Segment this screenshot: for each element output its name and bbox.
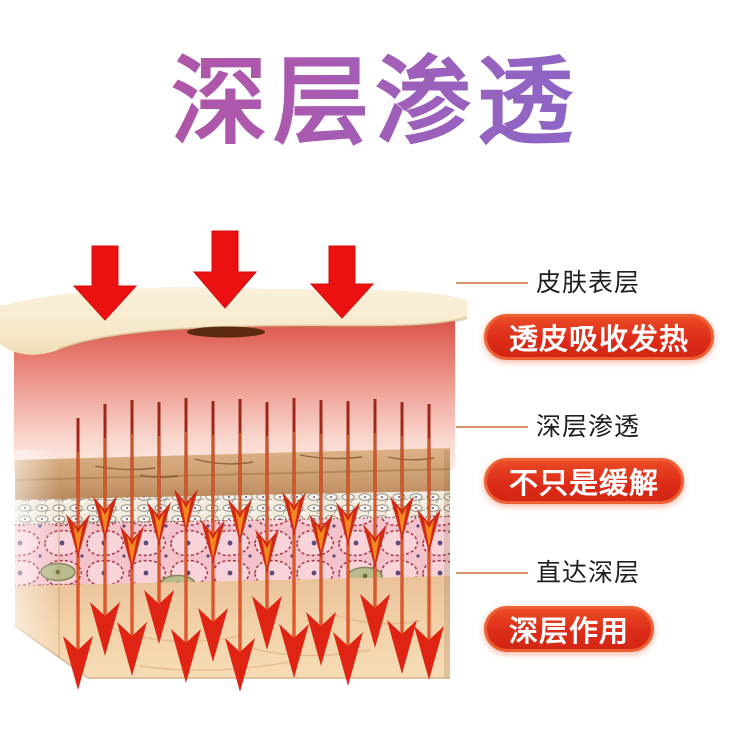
surface-crease	[187, 326, 265, 338]
leader-line	[456, 572, 528, 574]
heat-glow-layer	[14, 312, 455, 470]
annotation-group-surface: 皮肤表层 透皮吸收发热	[456, 268, 750, 360]
down-arrow-icon	[192, 230, 258, 309]
down-arrow-icon	[72, 245, 138, 321]
leader-line	[456, 426, 528, 428]
down-arrow-icon	[309, 245, 375, 319]
page-title: 深层渗透	[0, 48, 750, 158]
annotation-label: 皮肤表层	[536, 269, 641, 297]
skin-penetration-illustration	[0, 230, 468, 692]
annotation-label: 直达深层	[536, 559, 641, 587]
annotation-group-penetration: 深层渗透 不只是缓解	[456, 412, 750, 504]
skin-block	[14, 448, 451, 679]
penetration-arrows	[63, 398, 444, 692]
leader-line	[456, 282, 528, 284]
block-left-face	[15, 450, 59, 678]
annotation-group-deep: 直达深层 深层作用	[456, 558, 750, 652]
annotation-badge: 深层作用	[484, 606, 655, 652]
annotation-badge: 透皮吸收发热	[484, 314, 715, 360]
block-right-face	[444, 450, 450, 678]
pressure-down-arrows	[72, 230, 375, 321]
annotation-label: 深层渗透	[536, 413, 641, 441]
annotation-badge: 不只是缓解	[484, 458, 685, 504]
stratum-corneum	[14, 448, 451, 500]
